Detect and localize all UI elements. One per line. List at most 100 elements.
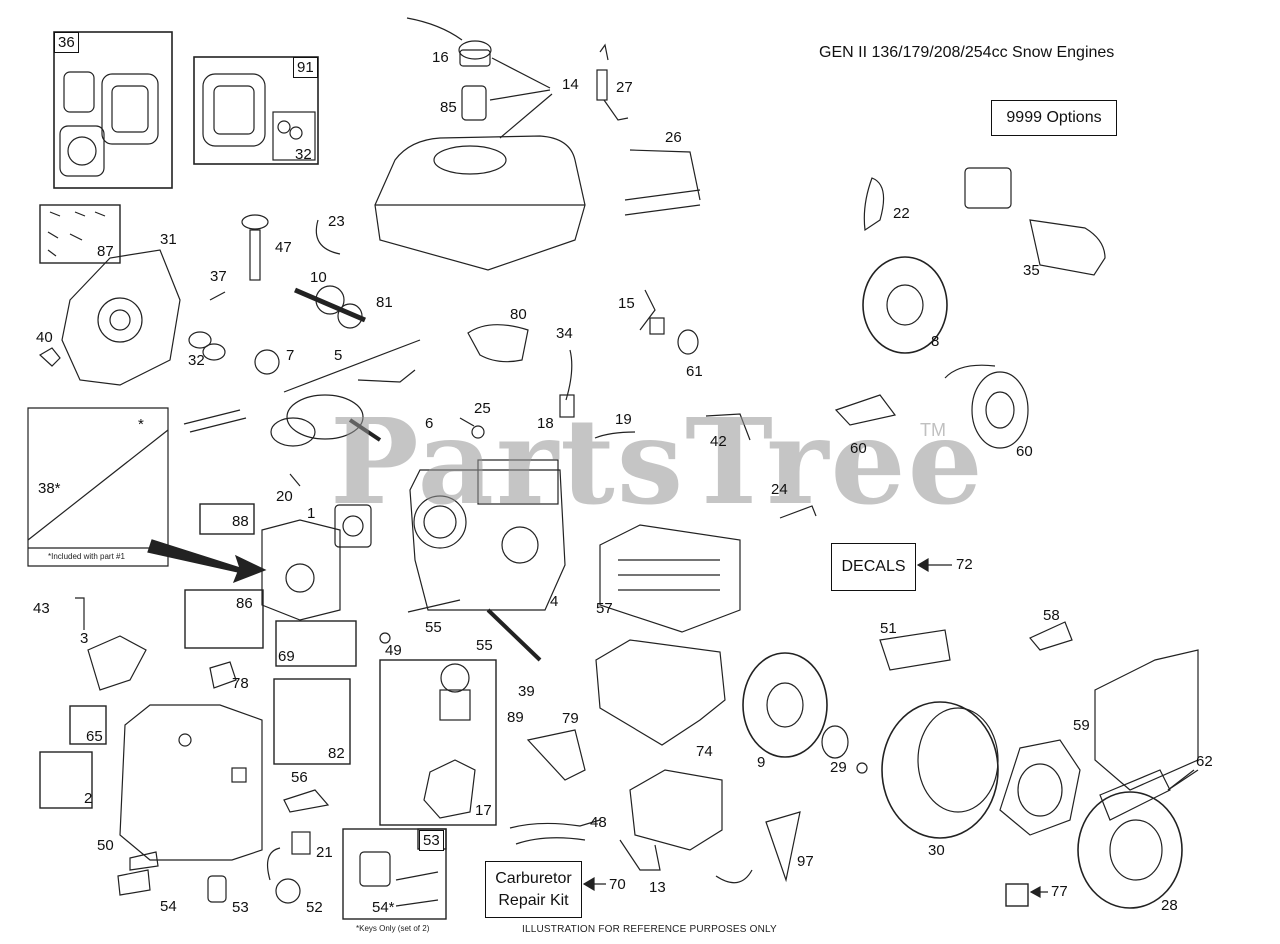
callout-56[interactable]: 56 (291, 769, 308, 786)
callout-10[interactable]: 10 (310, 269, 327, 286)
callout-20[interactable]: 20 (276, 488, 293, 505)
callout-8[interactable]: 8 (931, 333, 940, 350)
callout-49[interactable]: 49 (385, 642, 402, 659)
screw-box-88 (199, 503, 255, 535)
callout-54a[interactable]: 54 (160, 898, 177, 915)
engine-block-shape (409, 469, 566, 611)
decals-label: DECALS (841, 558, 906, 575)
callout-85[interactable]: 85 (440, 99, 457, 116)
box-number-91: 91 (293, 57, 318, 78)
callout-9[interactable]: 9 (757, 754, 766, 771)
callout-27[interactable]: 27 (616, 79, 633, 96)
watermark-tm: TM (920, 420, 946, 440)
callout-26[interactable]: 26 (665, 129, 682, 146)
callout-7[interactable]: 7 (286, 347, 295, 364)
carburetor-kit-line2: Repair Kit (498, 891, 569, 909)
box-number-36: 36 (54, 32, 79, 53)
carburetor-kit-line1: Carburetor (495, 869, 572, 887)
callout-60a[interactable]: 60 (850, 440, 867, 457)
callout-23[interactable]: 23 (328, 213, 345, 230)
callout-86[interactable]: 86 (236, 595, 253, 612)
callout-34[interactable]: 34 (556, 325, 573, 342)
callout-19[interactable]: 19 (615, 411, 632, 428)
callout-24[interactable]: 24 (771, 481, 788, 498)
callout-65[interactable]: 65 (86, 728, 103, 745)
callout-43[interactable]: 43 (33, 600, 50, 617)
callout-88[interactable]: 88 (232, 513, 249, 530)
gasket-set-box-36 (53, 31, 173, 189)
callout-5[interactable]: 5 (334, 347, 343, 364)
callout-61[interactable]: 61 (686, 363, 703, 380)
callout-35[interactable]: 35 (1023, 262, 1040, 279)
callout-55b[interactable]: 55 (476, 637, 493, 654)
callout-81[interactable]: 81 (376, 294, 393, 311)
callout-58[interactable]: 58 (1043, 607, 1060, 624)
callout-18[interactable]: 18 (537, 415, 554, 432)
callout-80[interactable]: 80 (510, 306, 527, 323)
callout-51[interactable]: 51 (880, 620, 897, 637)
callout-2[interactable]: 2 (84, 790, 93, 807)
gasket-set-box-91 (193, 56, 319, 165)
callout-48[interactable]: 48 (590, 814, 607, 831)
box-number-53: 53 (419, 830, 444, 851)
bolt-box-69 (275, 620, 357, 667)
footer-disclaimer: ILLUSTRATION FOR REFERENCE PURPOSES ONLY (522, 924, 777, 935)
callout-72[interactable]: 72 (956, 556, 973, 573)
callout-15[interactable]: 15 (618, 295, 635, 312)
callout-17[interactable]: 17 (475, 802, 492, 819)
callout-38[interactable]: 38* (38, 480, 61, 497)
callout-69[interactable]: 69 (278, 648, 295, 665)
callout-82[interactable]: 82 (328, 745, 345, 762)
callout-74[interactable]: 74 (696, 743, 713, 760)
page-title: GEN II 136/179/208/254cc Snow Engines (819, 44, 1115, 61)
carburetor-box (379, 659, 497, 826)
keys-only-note: *Keys Only (set of 2) (356, 924, 430, 933)
callout-29[interactable]: 29 (830, 759, 847, 776)
callout-13[interactable]: 13 (649, 879, 666, 896)
callout-4[interactable]: 4 (550, 593, 559, 610)
callout-1[interactable]: 1 (307, 505, 316, 522)
carburetor-kit-box[interactable]: Carburetor Repair Kit (485, 861, 582, 918)
callout-32b[interactable]: 32 (188, 352, 205, 369)
options-label: 9999 Options (1006, 109, 1102, 126)
callout-31[interactable]: 31 (160, 231, 177, 248)
callout-32a[interactable]: 32 (295, 146, 312, 163)
callout-55a[interactable]: 55 (425, 619, 442, 636)
callout-70[interactable]: 70 (609, 876, 626, 893)
callout-22[interactable]: 22 (893, 205, 910, 222)
callout-25[interactable]: 25 (474, 400, 491, 417)
callout-50[interactable]: 50 (97, 837, 114, 854)
fuel-tank-shape (374, 135, 586, 271)
callout-79[interactable]: 79 (562, 710, 579, 727)
callout-39[interactable]: 39 (518, 683, 535, 700)
callout-53[interactable]: 53 (232, 899, 249, 916)
callout-28[interactable]: 28 (1161, 897, 1178, 914)
callout-40[interactable]: 40 (36, 329, 53, 346)
callout-62[interactable]: 62 (1196, 753, 1213, 770)
callout-78[interactable]: 78 (232, 675, 249, 692)
clip-box-77 (1005, 883, 1029, 907)
gasket-box-82 (273, 678, 351, 765)
callout-59[interactable]: 59 (1073, 717, 1090, 734)
callout-6[interactable]: 6 (425, 415, 434, 432)
callout-21[interactable]: 21 (316, 844, 333, 861)
callout-57[interactable]: 57 (596, 600, 613, 617)
callout-42[interactable]: 42 (710, 433, 727, 450)
callout-52[interactable]: 52 (306, 899, 323, 916)
callout-77[interactable]: 77 (1051, 883, 1068, 900)
callout-60b[interactable]: 60 (1016, 443, 1033, 460)
callout-97[interactable]: 97 (797, 853, 814, 870)
callout-37[interactable]: 37 (210, 268, 227, 285)
callout-89[interactable]: 89 (507, 709, 524, 726)
callout-16[interactable]: 16 (432, 49, 449, 66)
callout-30[interactable]: 30 (928, 842, 945, 859)
callout-87[interactable]: 87 (97, 243, 114, 260)
options-box[interactable]: 9999 Options (991, 100, 1117, 136)
callout-47[interactable]: 47 (275, 239, 292, 256)
decals-box[interactable]: DECALS (831, 543, 916, 591)
callout-54b[interactable]: 54* (372, 899, 395, 916)
callout-3[interactable]: 3 (80, 630, 89, 647)
key-box-53 (342, 828, 447, 920)
callout-14[interactable]: 14 (562, 76, 579, 93)
